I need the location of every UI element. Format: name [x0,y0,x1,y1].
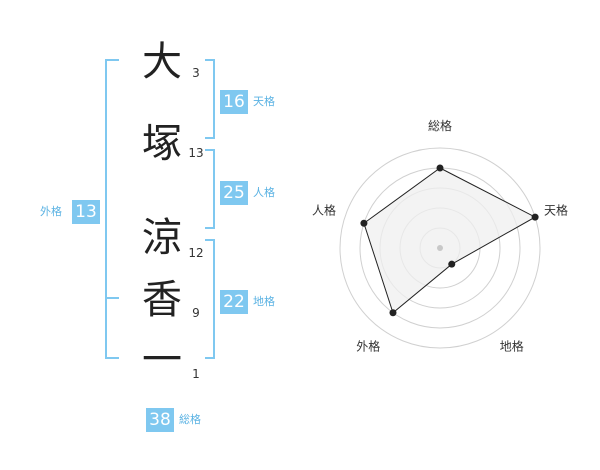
radar-axis-label-2: 天格 [544,202,568,217]
name-char-1: 大 [142,39,182,85]
radar-ring-5 [339,147,541,349]
gaikaku-label: 外格 [40,205,62,218]
radar-axis-label-5: 人格 [312,202,336,217]
radar-point-1 [436,164,444,172]
tenkaku-bracket [205,59,215,139]
name-char-3: 涼 [142,215,182,261]
chikaku-label: 地格 [253,295,275,308]
stroke-count-1: 3 [192,66,200,80]
radar-axis-label-3: 地格 [500,339,524,354]
jinkaku-label: 人格 [253,186,275,199]
tenkaku-value: 16 [220,90,248,114]
name-char-2: 塚 [142,121,182,167]
radar-center-point [437,245,443,251]
radar-point-4 [389,309,397,317]
gaikaku-value: 13 [72,200,100,224]
tenkaku-label: 天格 [253,95,275,108]
stroke-count-4: 9 [192,306,200,320]
chikaku-value: 22 [220,290,248,314]
name-char-4: 香 [142,277,182,323]
stroke-count-3: 12 [188,246,204,260]
soukaku-value: 38 [146,408,174,432]
chikaku-bracket [205,239,215,359]
jinkaku-bracket [205,149,215,229]
stroke-count-2: 13 [188,146,204,160]
radar-axis-label-1: 総格 [428,118,452,133]
radar-point-2 [531,213,539,221]
soukaku-label: 総格 [179,413,201,426]
stroke-count-5: 1 [192,367,200,381]
radar-area [363,167,537,314]
jinkaku-value: 25 [220,181,248,205]
name-char-5: 一 [142,337,182,383]
radar-axis-label-4: 外格 [356,339,380,354]
radar-point-3 [448,260,456,268]
gaikaku-bracket [105,59,119,359]
radar-point-5 [360,219,368,227]
